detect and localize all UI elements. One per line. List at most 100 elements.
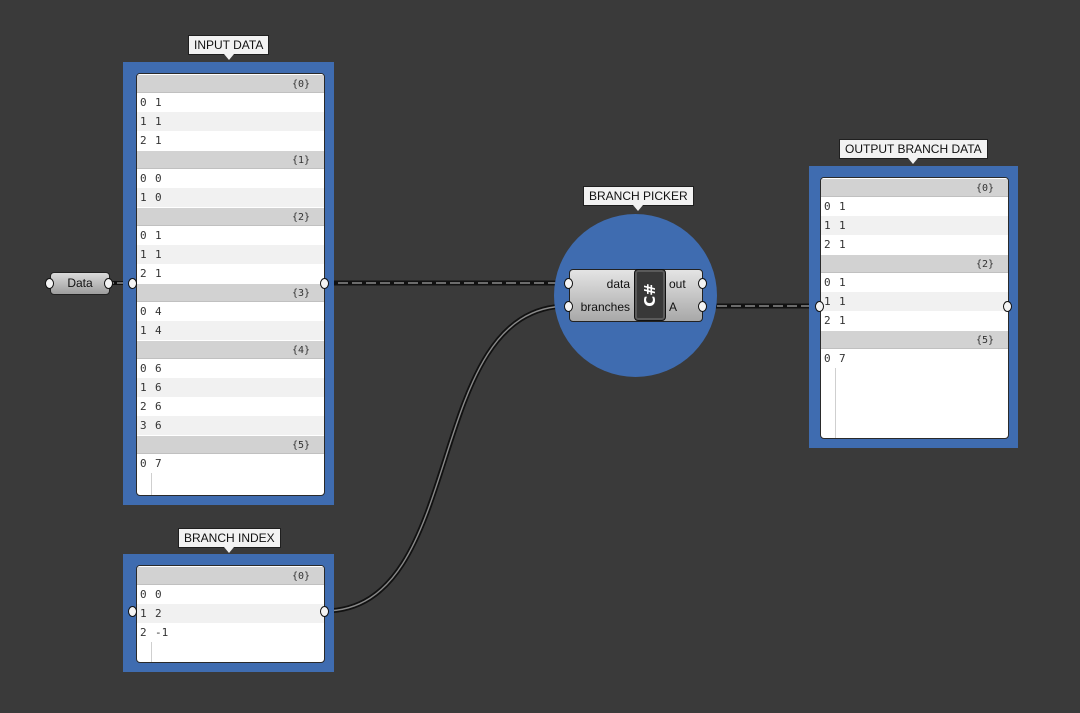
item-index: 1: [140, 191, 147, 204]
branch-path-header: {1}: [137, 150, 324, 169]
panel-item-row: 2 -1: [137, 623, 324, 642]
branch-path-header: {5}: [137, 435, 324, 454]
item-value: 1: [155, 134, 162, 147]
item-value: 1: [839, 238, 846, 251]
item-index: 2: [140, 134, 147, 147]
item-value: 1: [155, 115, 162, 128]
item-value: 0: [155, 588, 162, 601]
item-value: 1: [839, 295, 846, 308]
item-index: 3: [140, 419, 147, 432]
item-index: 2: [824, 238, 831, 251]
input-panel-in-port[interactable]: [128, 278, 137, 289]
index-panel-in-port[interactable]: [128, 606, 137, 617]
item-value: 4: [155, 324, 162, 337]
output-a-label: A: [669, 300, 678, 314]
wire-index-panel-to-picker-branches: [323, 303, 569, 614]
branch-path-header: {3}: [137, 283, 324, 302]
branch-path-header: {4}: [137, 340, 324, 359]
data-param-out-port[interactable]: [104, 278, 113, 289]
item-value: 6: [155, 362, 162, 375]
item-index: 1: [140, 607, 147, 620]
item-value: 1: [155, 248, 162, 261]
data-param-label: Data: [67, 276, 93, 290]
item-index: 1: [140, 324, 147, 337]
branch-path-header: {0}: [821, 178, 1008, 197]
item-value: 1: [839, 314, 846, 327]
item-value: 1: [155, 229, 162, 242]
item-index: 0: [824, 200, 831, 213]
item-value: 6: [155, 419, 162, 432]
input-panel-out-port[interactable]: [320, 278, 329, 289]
input-branches-label: branches: [580, 300, 630, 314]
data-param-in-port[interactable]: [45, 278, 54, 289]
item-value: 1: [839, 200, 846, 213]
item-index: 0: [140, 229, 147, 242]
item-value: 1: [839, 219, 846, 232]
item-value: 1: [155, 96, 162, 109]
output-panel-in-port[interactable]: [815, 301, 824, 312]
item-value: 7: [155, 457, 162, 470]
csharp-script-icon: C#: [634, 269, 666, 321]
item-value: -1: [155, 626, 169, 639]
input-data-label: data: [606, 277, 630, 291]
item-index: 1: [140, 115, 147, 128]
item-index: 2: [140, 626, 147, 639]
output-panel-out-port[interactable]: [1003, 301, 1012, 312]
picker-out-out-port[interactable]: [698, 278, 707, 289]
item-value: 2: [155, 607, 162, 620]
group-label-branch-picker: BRANCH PICKER: [583, 186, 694, 211]
item-value: 1: [155, 267, 162, 280]
branch-path-header: {2}: [821, 254, 1008, 273]
item-index: 2: [140, 400, 147, 413]
item-index: 1: [140, 248, 147, 261]
item-index: 0: [140, 588, 147, 601]
group-label-output-branch-data: OUTPUT BRANCH DATA: [839, 139, 988, 164]
picker-a-out-port[interactable]: [698, 301, 707, 312]
branch-path-header: {0}: [137, 566, 324, 585]
item-index: 0: [140, 457, 147, 470]
group-label-input-data: INPUT DATA: [188, 35, 270, 60]
item-index: 0: [140, 305, 147, 318]
item-index: 0: [824, 276, 831, 289]
item-index: 2: [824, 314, 831, 327]
item-index: 1: [824, 295, 831, 308]
item-index: 1: [140, 381, 147, 394]
branch-path-header: {0}: [137, 74, 324, 93]
item-index: 0: [140, 96, 147, 109]
data-param[interactable]: Data: [50, 272, 110, 295]
branch-path-header: {5}: [821, 330, 1008, 349]
item-value: 6: [155, 400, 162, 413]
index-panel-out-port[interactable]: [320, 606, 329, 617]
item-index: 0: [824, 352, 831, 365]
item-value: 6: [155, 381, 162, 394]
item-index: 2: [140, 267, 147, 280]
item-value: 0: [155, 172, 162, 185]
picker-branches-in-port[interactable]: [564, 301, 573, 312]
picker-data-in-port[interactable]: [564, 278, 573, 289]
branch-picker-component[interactable]: data branches C# out A: [569, 269, 703, 322]
